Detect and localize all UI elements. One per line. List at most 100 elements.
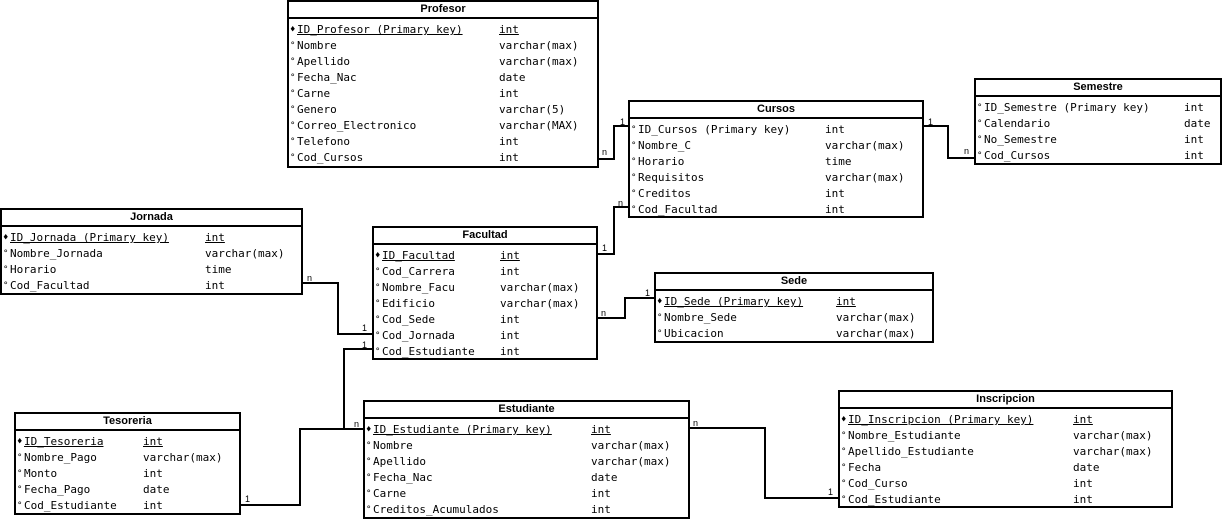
entity-sede[interactable]: Sede ♦ID_Sede (Primary key)int °Nombre_S…	[654, 272, 934, 343]
primary-key-icon: ♦	[3, 233, 9, 243]
field-row: °Nombre_Estudiante varchar(max)	[840, 428, 1171, 444]
field-name: Apellido	[373, 455, 426, 468]
link-facultad-sede	[598, 297, 654, 319]
field-name: Monto	[24, 467, 58, 480]
field-marker-icon: °	[366, 505, 372, 515]
field-marker-icon: °	[841, 479, 847, 489]
field-name: Cod_Sede	[382, 313, 435, 326]
entity-title: Semestre	[976, 80, 1220, 97]
entity-estudiante[interactable]: Estudiante ♦ID_Estudiante (Primary key)i…	[363, 400, 690, 519]
field-type: varchar(5)	[499, 103, 566, 116]
field-type: varchar(max)	[825, 171, 905, 184]
field-marker-icon: °	[841, 463, 847, 473]
field-type: date	[1073, 461, 1100, 474]
field-marker-icon: °	[3, 249, 9, 259]
entity-profesor[interactable]: Profesor ♦ID_Profesor (Primary key)int °…	[287, 0, 599, 168]
entity-inscripcion[interactable]: Inscripcion ♦ID_Inscripcion (Primary key…	[838, 390, 1173, 508]
card-estudiante-inscripcion-to: 1	[828, 487, 834, 497]
field-type: int	[1184, 149, 1204, 162]
field-name: Cod_Cursos	[984, 149, 1051, 162]
primary-key-icon: ♦	[290, 25, 296, 35]
field-type: int	[500, 313, 520, 326]
field-marker-icon: °	[631, 189, 637, 199]
field-type: int	[591, 487, 611, 500]
entity-semestre[interactable]: Semestre °ID_Semestre (Primary key)int °…	[974, 78, 1222, 165]
field-name: Horario	[638, 155, 685, 168]
field-marker-icon: °	[17, 501, 23, 511]
field-name: Apellido	[297, 55, 350, 68]
link-facultad-estudiante	[343, 348, 372, 430]
field-name: Creditos_Acumulados	[373, 503, 499, 516]
field-type: int	[499, 151, 519, 164]
field-type: int	[591, 423, 611, 436]
field-row: ♦ID_Estudiante (Primary key)int	[365, 422, 688, 438]
field-type: int	[143, 435, 163, 448]
link-jornada-facultad	[303, 282, 372, 335]
field-name: Ubicacion	[664, 327, 724, 340]
field-list: ♦ID_Inscripcion (Primary key)int °Nombre…	[840, 409, 1171, 508]
field-name: Carne	[297, 87, 331, 100]
entity-jornada[interactable]: Jornada ♦ID_Jornada (Primary key)int °No…	[0, 208, 303, 295]
field-name: Cod_Estudiante	[848, 493, 941, 506]
field-marker-icon: °	[841, 447, 847, 457]
field-marker-icon: °	[375, 283, 381, 293]
link-cursos-semestre	[924, 125, 974, 159]
primary-key-icon: ♦	[657, 297, 663, 307]
field-name: ID_Inscripcion (Primary key)	[848, 413, 1034, 426]
field-name: Nombre_Pago	[24, 451, 97, 464]
field-name: Fecha_Pago	[24, 483, 91, 496]
field-name: Nombre_Estudiante	[848, 429, 961, 442]
field-marker-icon: °	[17, 469, 23, 479]
field-type: int	[499, 135, 519, 148]
field-list: °ID_Semestre (Primary key)int °Calendari…	[976, 97, 1220, 164]
field-type: int	[499, 87, 519, 100]
field-type: int	[500, 345, 520, 358]
field-row: ♦ID_Jornada (Primary key)int	[2, 230, 301, 246]
link-profesor-cursos	[599, 125, 628, 160]
link-estudiante-inscripcion	[690, 427, 838, 499]
field-type: date	[1184, 117, 1211, 130]
field-type: varchar(max)	[1073, 429, 1153, 442]
entity-title: Estudiante	[365, 402, 688, 419]
field-row: °ID_Cursos (Primary key)int	[630, 122, 922, 138]
field-name: Telefono	[297, 135, 350, 148]
field-type: int	[825, 203, 845, 216]
field-marker-icon: °	[841, 431, 847, 441]
field-type: int	[143, 499, 163, 512]
field-name: Cod_Carrera	[382, 265, 455, 278]
field-name: Fecha_Nac	[373, 471, 433, 484]
field-marker-icon: °	[657, 329, 663, 339]
card-facultad-estudiante-to: n	[354, 419, 360, 429]
field-name: ID_Tesoreria	[24, 435, 104, 448]
field-name: Apellido_Estudiante	[848, 445, 974, 458]
field-marker-icon: °	[631, 205, 637, 215]
field-name: Cod_Estudiante	[382, 345, 475, 358]
field-name: Cod_Jornada	[382, 329, 455, 342]
field-type: int	[825, 187, 845, 200]
field-type: varchar(max)	[591, 439, 671, 452]
field-row: °ID_Semestre (Primary key)int	[976, 100, 1220, 116]
field-marker-icon: °	[631, 173, 637, 183]
entity-cursos[interactable]: Cursos °ID_Cursos (Primary key)int °Nomb…	[628, 100, 924, 218]
